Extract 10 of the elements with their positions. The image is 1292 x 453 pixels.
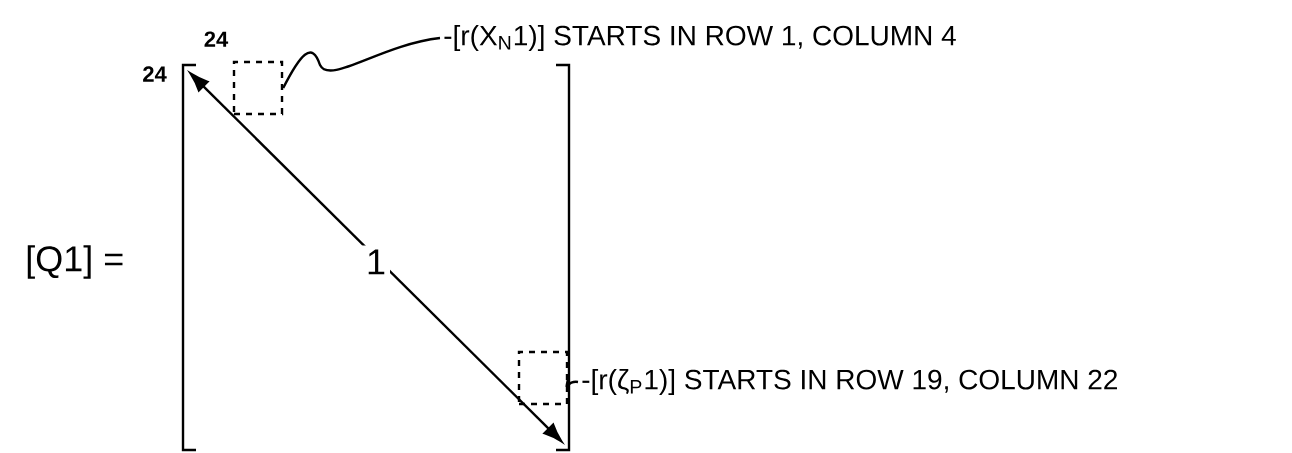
leader-line	[565, 377, 579, 387]
matrix-name: [Q1] =	[27, 245, 123, 279]
annotation-text: -[r(ζ$_{P}$1)] STARTS IN ROW 19, COLUMN 22	[582, 368, 1117, 396]
leader-line	[282, 36, 441, 89]
annotation-text: -[r(X$_{N}$1)] STARTS IN ROW 1, COLUMN 4	[444, 24, 956, 52]
dimension-label: 24	[143, 66, 167, 82]
dashed-box	[232, 60, 284, 116]
dimension-label: 24	[204, 31, 229, 47]
dashed-box	[517, 350, 569, 406]
diagonal-value: 1	[362, 245, 390, 279]
